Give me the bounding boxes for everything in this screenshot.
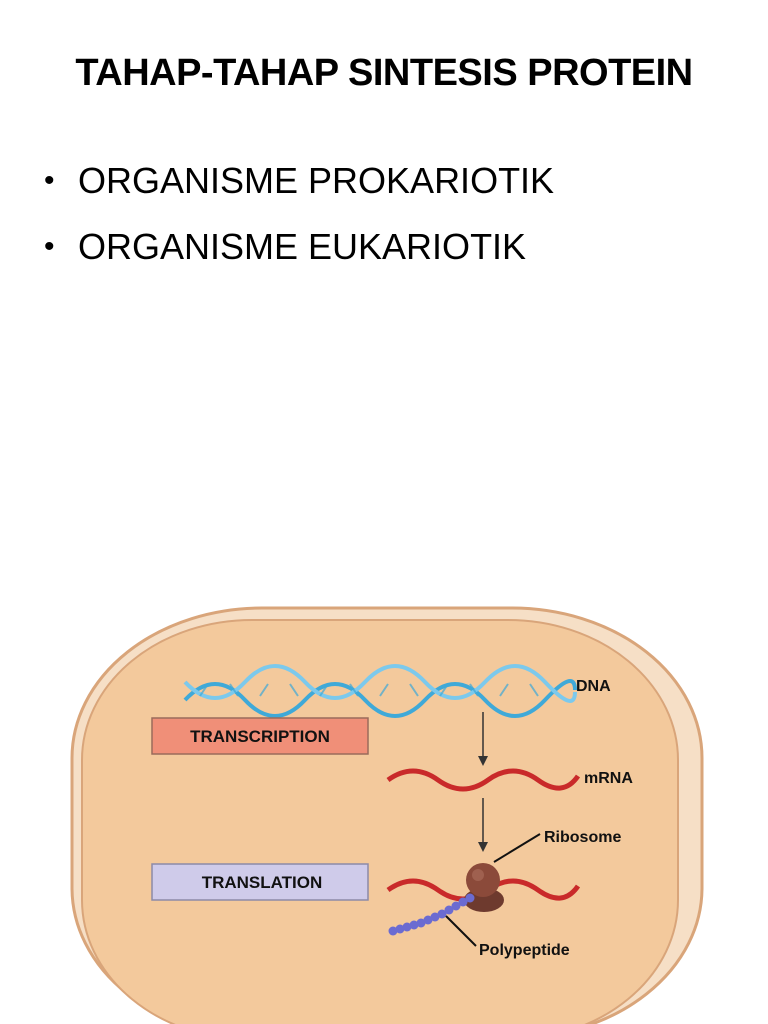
slide-title: TAHAP-TAHAP SINTESIS PROTEIN [75,52,693,94]
bullet-dot-icon: • [44,164,55,197]
transcription-box [151,717,369,755]
ribosome-icon [464,863,504,912]
bullet-text: ORGANISME PROKARIOTIK [78,160,555,201]
transcription-label: TRANSCRIPTION [190,727,330,746]
arrow-head-icon [478,842,488,852]
arrow-head-icon [478,756,488,766]
bullet-dot-icon: • [44,230,55,263]
protein-synthesis-diagram: DNA TRANSCRIPTION mRNA Ribosome TRANSLAT… [0,600,768,1024]
translation-box [151,863,369,901]
ribosome-pointer [493,833,541,863]
polypeptide-pointer [445,915,477,947]
dna-helix [183,664,577,718]
mrna-strand [386,768,581,792]
bullet-text: ORGANISME EUKARIOTIK [78,226,527,267]
diagram-canvas: DNA TRANSCRIPTION mRNA Ribosome TRANSLAT… [70,606,704,1024]
polypeptide-chain [388,893,475,936]
bullet-item: • ORGANISME PROKARIOTIK [44,148,554,214]
translation-label: TRANSLATION [202,873,323,892]
bullet-item: • ORGANISME EUKARIOTIK [44,214,554,280]
mrna-label: mRNA [584,770,633,787]
ribosome-label: Ribosome [544,829,621,846]
dna-label: DNA [576,678,611,695]
bullet-list: • ORGANISME PROKARIOTIK • ORGANISME EUKA… [44,148,554,280]
polypeptide-label: Polypeptide [479,942,570,959]
